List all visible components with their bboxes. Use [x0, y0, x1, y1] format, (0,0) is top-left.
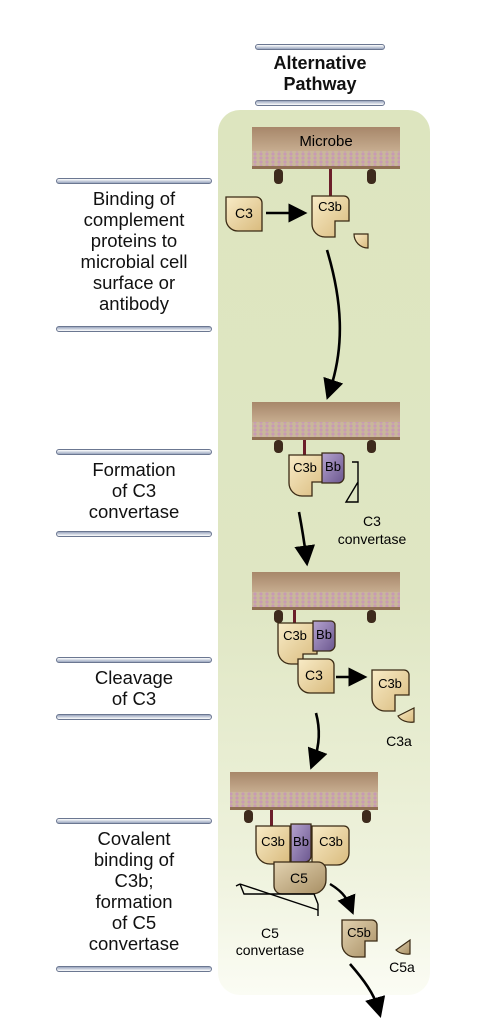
- c3-protein: [225, 196, 263, 232]
- c5b-label: C5b: [347, 925, 371, 940]
- c3b-label: C3b: [261, 834, 285, 849]
- c5-convertase-label-2: convertase: [236, 942, 305, 958]
- c5-label: C5: [290, 870, 308, 886]
- step-line: antibody: [99, 293, 169, 314]
- step-line: Binding of: [92, 188, 176, 209]
- step-cleavage: Cleavage of C3: [56, 657, 212, 720]
- c3b-protein-4b: [311, 825, 350, 866]
- step-line: C3b;: [114, 870, 154, 891]
- step-line: of C3: [111, 480, 157, 501]
- c5-convertase-bracket: [235, 883, 319, 905]
- c3-convertase-label-1: C3: [363, 513, 381, 529]
- bb-protein-2: [321, 452, 345, 484]
- title-line-2: Pathway: [283, 74, 357, 94]
- c3b-product-protein: [371, 669, 410, 712]
- step-top-bar: [56, 449, 212, 455]
- c3b-label: C3b: [283, 628, 307, 643]
- step-bottom-bar: [56, 966, 212, 972]
- step-line: formation: [95, 891, 173, 912]
- step-line: convertase: [88, 501, 180, 522]
- bb-label: Bb: [316, 627, 332, 642]
- microbe-membrane-4: [230, 772, 378, 826]
- c3-convertase-label-2: convertase: [338, 531, 407, 547]
- c5a-fragment: [395, 938, 411, 955]
- flow-arrow-1: [323, 249, 344, 400]
- step-line: convertase: [88, 933, 180, 954]
- step-line: complement: [83, 209, 185, 230]
- c5-convertase-label-1: C5: [261, 925, 279, 941]
- c5a-label: C5a: [389, 959, 415, 975]
- flow-arrow-2: [294, 511, 316, 567]
- bb-protein-3: [312, 620, 336, 652]
- c3a-fragment-1: [353, 233, 369, 249]
- step-binding: Binding of complement proteins to microb…: [56, 178, 212, 332]
- step-bottom-bar: [56, 531, 212, 537]
- c3-label: C3: [305, 667, 323, 683]
- microbe-membrane-2: [252, 402, 400, 456]
- cleave-arrow-3: [329, 882, 356, 915]
- pathway-title-box: Alternative Pathway: [255, 44, 385, 106]
- microbe-label: Microbe: [299, 133, 352, 150]
- c3a-fragment-2: [397, 707, 415, 723]
- flow-arrow-4: [349, 963, 386, 1018]
- step-top-bar: [56, 657, 212, 663]
- step-line: Cleavage: [94, 667, 174, 688]
- step-c3-convertase: Formation of C3 convertase: [56, 449, 212, 537]
- c3b-protein: [311, 195, 350, 238]
- step-bottom-bar: [56, 714, 212, 720]
- c3a-label: C3a: [386, 733, 412, 749]
- c3b-label: C3b: [319, 834, 343, 849]
- step-line: binding of: [93, 849, 175, 870]
- step-line: Covalent: [97, 828, 171, 849]
- step-line: proteins to: [90, 230, 178, 251]
- c5-convertase-bracket-line: [239, 883, 319, 911]
- bb-label: Bb: [325, 459, 341, 474]
- title-top-bar: [255, 44, 385, 50]
- c3b-label: C3b: [318, 199, 342, 214]
- microbe-membrane-3: [252, 572, 400, 624]
- flow-arrow-3: [307, 712, 328, 770]
- microbe-membrane-1: [252, 127, 400, 197]
- c5-protein: [273, 861, 327, 895]
- c3b-label: C3b: [378, 676, 402, 691]
- step-line: Formation: [92, 459, 176, 480]
- title-line-1: Alternative: [273, 53, 367, 73]
- step-bottom-bar: [56, 326, 212, 332]
- step-line: of C5: [111, 912, 157, 933]
- step-top-bar: [56, 818, 212, 824]
- c3-label: C3: [235, 205, 253, 221]
- bb-label: Bb: [293, 834, 309, 849]
- title-bottom-bar: [255, 100, 385, 106]
- c3-substrate-protein: [297, 658, 335, 694]
- step-line: of C3: [111, 688, 157, 709]
- step-line: surface or: [92, 272, 176, 293]
- step-line: microbial cell: [80, 251, 188, 272]
- c3-convertase-bracket: [344, 461, 359, 503]
- c3b-label: C3b: [293, 460, 317, 475]
- step-covalent: Covalent binding of C3b; formation of C5…: [56, 818, 212, 972]
- c5b-protein: [341, 919, 378, 958]
- step-top-bar: [56, 178, 212, 184]
